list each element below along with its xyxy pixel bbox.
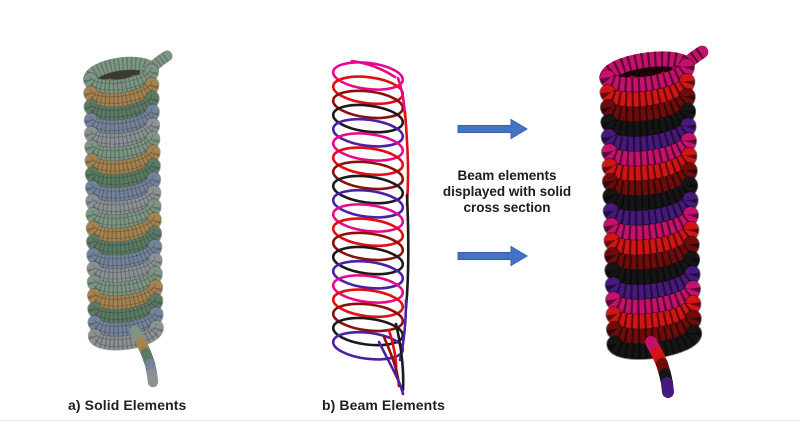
beam-elements-wireframe-spring	[331, 59, 410, 396]
right-arrow-bottom-icon	[457, 245, 528, 267]
transformation-note-line1: Beam elements	[457, 168, 557, 183]
solid-elements-spring	[83, 50, 173, 388]
transformation-note-line2: displayed with solid	[442, 184, 572, 199]
transformation-note-line3: cross section	[463, 200, 551, 215]
right-arrow-top-icon	[457, 118, 528, 140]
bottom-divider-line	[0, 420, 800, 421]
transformation-note: Beam elements displayed with solid cross…	[427, 168, 587, 216]
caption-beam-elements: b) Beam Elements	[322, 397, 445, 413]
caption-solid-elements: a) Solid Elements	[68, 397, 187, 413]
beam-solid-cross-section-spring	[599, 45, 709, 398]
